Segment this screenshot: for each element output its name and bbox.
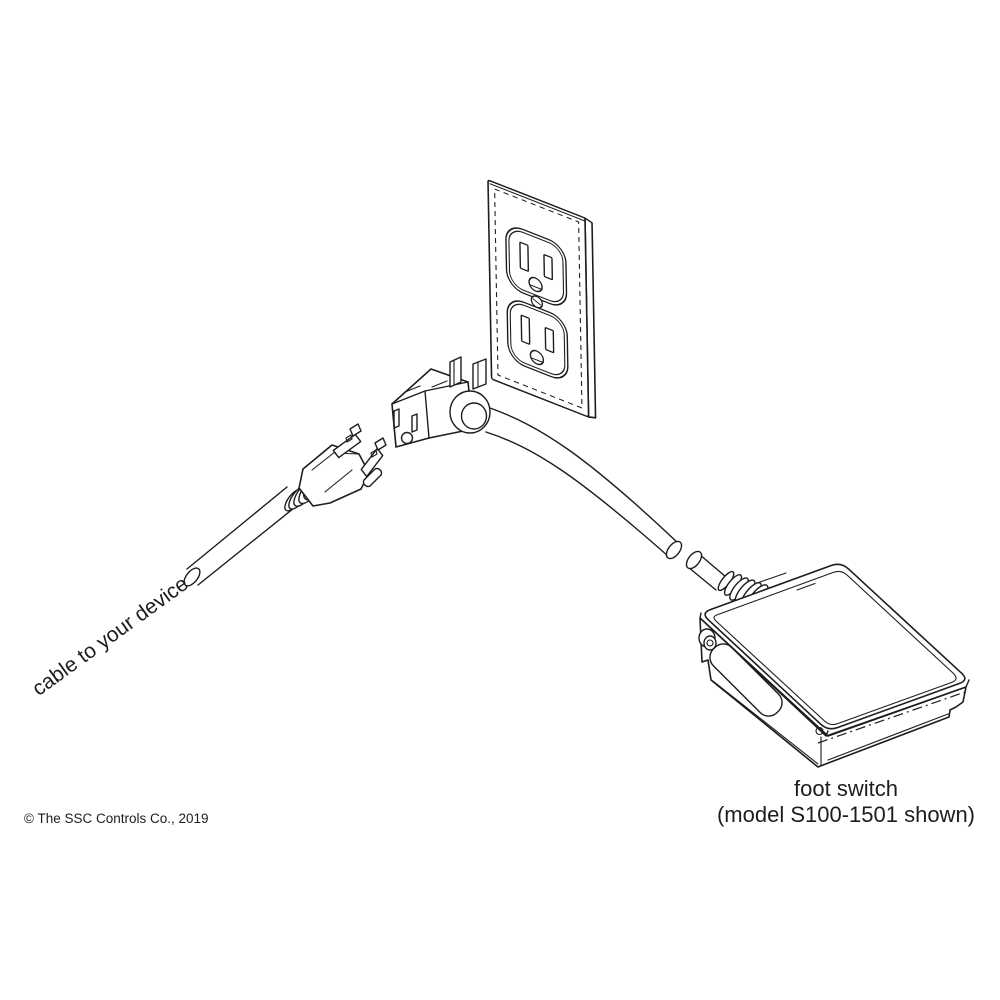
foot-switch-label-line1: foot switch: [794, 776, 898, 801]
device-plug-drawing: [183, 423, 387, 587]
copyright-notice: © The SSC Controls Co., 2019: [24, 811, 209, 826]
foot-switch-label: foot switch (model S100-1501 shown): [700, 776, 992, 828]
foot-switch-drawing: [685, 550, 970, 768]
wall-outlet-drawing: [487, 179, 597, 419]
piggyback-plug-drawing: [391, 356, 683, 560]
foot-switch-label-line2: (model S100-1501 shown): [716, 802, 976, 827]
